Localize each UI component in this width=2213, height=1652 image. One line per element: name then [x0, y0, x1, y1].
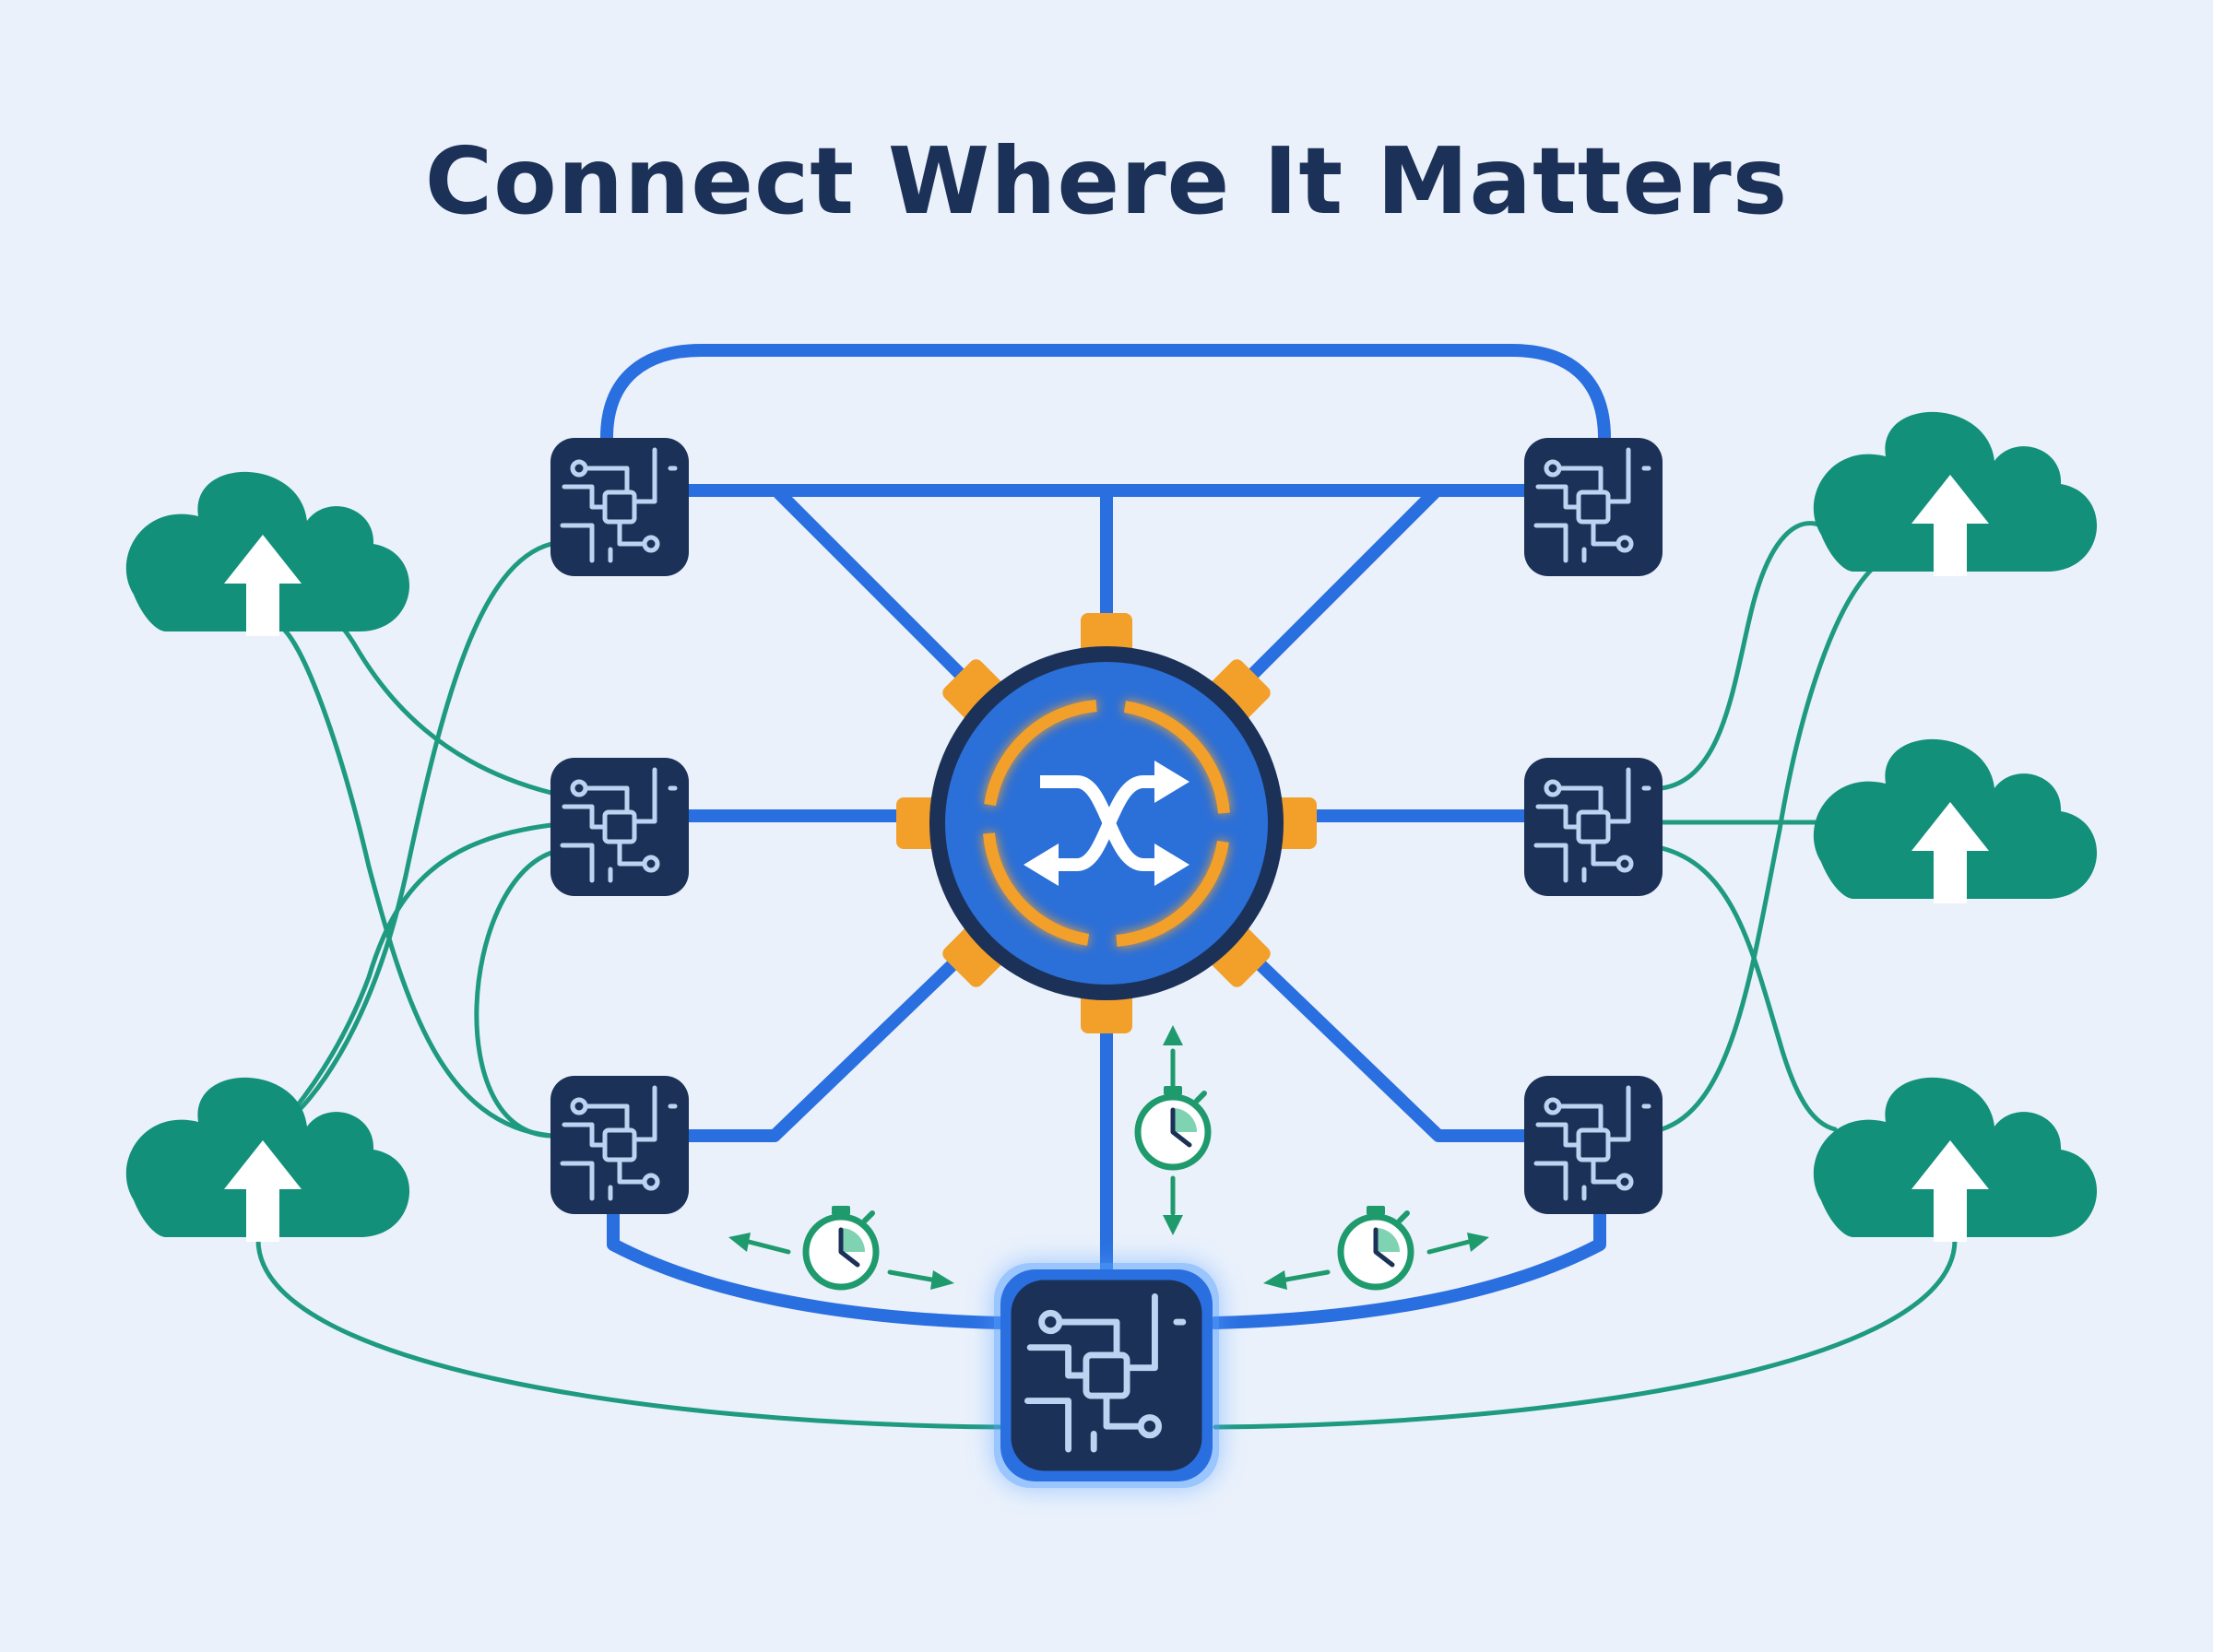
circuit-chip-icon — [550, 758, 689, 896]
cloud-link — [278, 624, 554, 1139]
cloud-link — [474, 850, 554, 1139]
cloud-link — [255, 1237, 1003, 1430]
stopwatch-icon — [806, 1206, 876, 1287]
latency-indicators — [728, 1025, 1489, 1290]
cloud-link — [1213, 1237, 1958, 1430]
page-title: Connect Where It Matters — [424, 127, 1789, 235]
double-arrow-icon — [1263, 1233, 1489, 1290]
stopwatch-icon — [1138, 1086, 1208, 1167]
circuit-chip-icon — [1524, 438, 1663, 576]
backbone-spoke — [773, 487, 970, 684]
double-arrow-icon — [728, 1233, 954, 1290]
shuffle-icon — [1024, 761, 1189, 886]
backbone-spoke — [1243, 487, 1440, 684]
circuit-chip-icon — [550, 438, 689, 576]
cloud-link — [1659, 555, 1888, 1132]
cloud-upload-icon — [1813, 738, 2098, 903]
cloud-link — [1659, 521, 1824, 791]
backbone-arc — [607, 1192, 1007, 1329]
backbone-arc — [1209, 1192, 1606, 1329]
cloud-link — [290, 541, 554, 1118]
cloud-link — [1659, 845, 1838, 1132]
central-hub — [896, 613, 1317, 1033]
cloud-upload-icon — [125, 1077, 410, 1242]
edge-node-highlighted — [994, 1263, 1219, 1488]
circuit-chip-icon — [1012, 1280, 1202, 1471]
hub-ports — [896, 613, 1317, 1033]
cloud-link — [290, 822, 554, 1114]
double-arrow-icon — [1163, 1025, 1183, 1235]
cloud-upload-icon — [125, 471, 410, 636]
cloud-upload-icon — [1813, 411, 2098, 576]
stopwatch-icon — [1341, 1206, 1411, 1287]
cloud-links — [255, 521, 1958, 1430]
circuit-chip-icon — [1524, 758, 1663, 896]
cloud-upload-icon — [1813, 1077, 2098, 1242]
circuit-chip-icon — [1524, 1076, 1663, 1214]
circuit-chip-icon — [550, 1076, 689, 1214]
backbone-top-arc — [600, 344, 1611, 444]
